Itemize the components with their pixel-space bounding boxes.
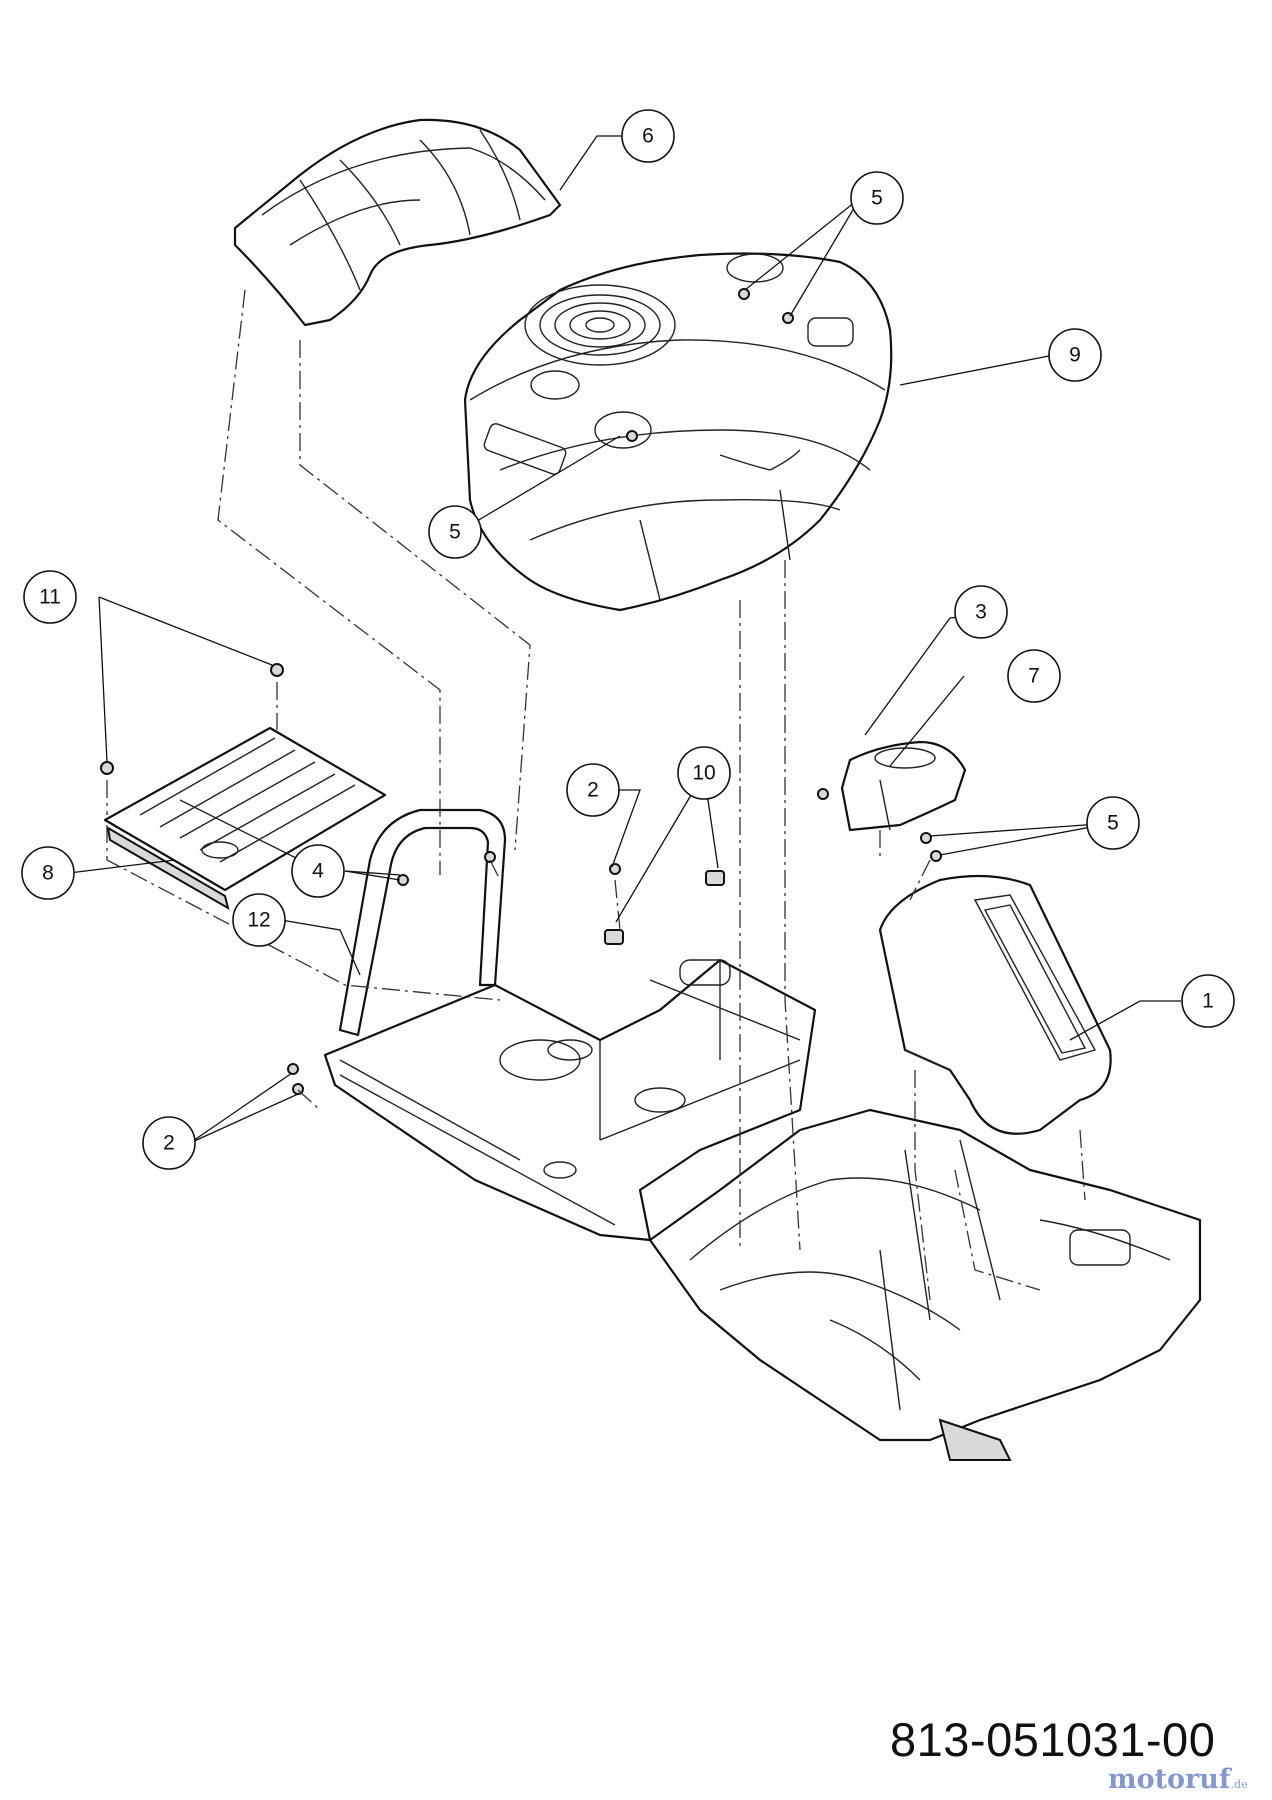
callout-label: 8 <box>42 862 54 885</box>
callout-9: 9 <box>1048 328 1102 382</box>
callout-label: 4 <box>312 860 324 883</box>
part-console-top <box>840 740 967 832</box>
callout-label: 10 <box>692 762 715 785</box>
callout-8: 8 <box>21 846 75 900</box>
callout-4: 4 <box>291 844 345 898</box>
callout-label: 9 <box>1069 344 1081 367</box>
callout-label: 5 <box>1107 812 1119 835</box>
callout-label: 6 <box>642 125 654 148</box>
part-footrest <box>648 1108 1202 1461</box>
callout-3: 3 <box>954 585 1008 639</box>
callout-2-top: 2 <box>566 763 620 817</box>
callout-label: 3 <box>975 601 987 624</box>
callout-6: 6 <box>621 109 675 163</box>
callout-5-right: 5 <box>1086 796 1140 850</box>
watermark-brand: motoruf <box>1108 1764 1231 1795</box>
callout-label: 5 <box>449 521 461 544</box>
part-rear-cover <box>233 118 562 327</box>
callout-7: 7 <box>1007 649 1061 703</box>
watermark-logo: motoruf.de <box>1108 1764 1248 1795</box>
diagram-part-number: 813-051031-00 <box>890 1713 1216 1766</box>
part-hood <box>463 252 893 612</box>
callout-label: 2 <box>163 1132 175 1155</box>
part-frame <box>323 958 817 1242</box>
callout-12: 12 <box>232 893 286 947</box>
callout-11: 11 <box>23 570 77 624</box>
part-seat-plate <box>103 726 387 911</box>
callout-5-left: 5 <box>428 505 482 559</box>
callout-label: 2 <box>587 779 599 802</box>
part-handle-bar <box>338 808 507 1037</box>
callout-label: 7 <box>1028 665 1040 688</box>
callout-label: 12 <box>247 909 270 932</box>
callout-label: 11 <box>39 586 61 609</box>
callout-5-top: 5 <box>850 171 904 225</box>
callout-2-bottom: 2 <box>142 1116 196 1170</box>
fasteners <box>100 288 942 1095</box>
callout-label: 1 <box>1202 990 1214 1013</box>
part-steering-console <box>878 874 1112 1135</box>
callout-label: 5 <box>871 187 883 210</box>
callout-10: 10 <box>677 746 731 800</box>
callout-1: 1 <box>1181 974 1235 1028</box>
assembly-lines <box>106 289 1086 1301</box>
watermark-suffix: .de <box>1230 1778 1248 1791</box>
